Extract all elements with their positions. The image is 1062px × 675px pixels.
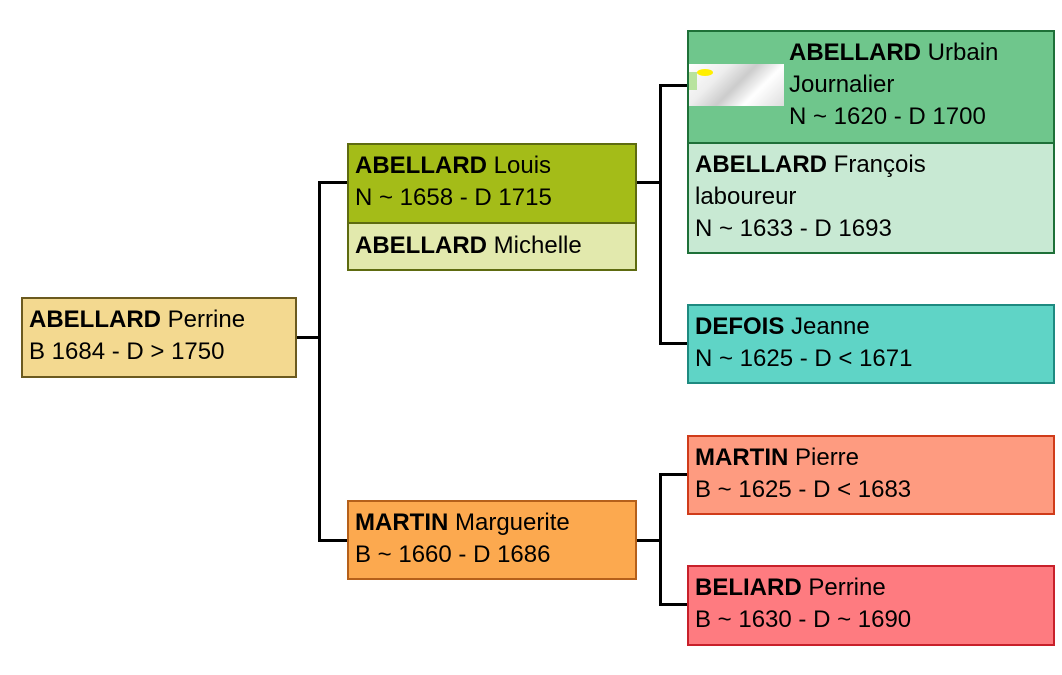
occupation: Journalier [789,71,895,98]
given-name: Jeanne [791,313,870,340]
connector [296,336,321,339]
dates: B 1684 - D > 1750 [29,338,225,365]
given-name: Marguerite [455,509,570,536]
dates: N ~ 1625 - D < 1671 [695,345,913,372]
surname: ABELLARD [355,152,487,179]
person-card-root[interactable]: ABELLARD Perrine B 1684 - D > 1750 [21,297,297,378]
surname: ABELLARD [695,151,827,178]
connector [659,603,688,606]
person-card-maternal-grandfather[interactable]: MARTIN Pierre B ~ 1625 - D < 1683 [687,435,1055,515]
dates: N ~ 1658 - D 1715 [355,184,552,211]
connector [318,181,321,542]
dates: N ~ 1633 - D 1693 [695,215,892,242]
connector [318,539,348,542]
map-thumbnail-image[interactable] [689,64,784,106]
connector [659,473,662,606]
person-card-father[interactable]: ABELLARD Louis N ~ 1658 - D 1715 [347,143,637,224]
given-name: Louis [493,152,552,179]
connector [318,181,348,184]
connector [636,181,662,184]
occupation: laboureur [695,183,797,210]
person-card-mother[interactable]: MARTIN Marguerite B ~ 1660 - D 1686 [347,500,637,580]
given-name: Perrine [167,306,246,333]
dates: B ~ 1660 - D 1686 [355,541,551,568]
given-name: Michelle [493,232,582,259]
dates: B ~ 1630 - D ~ 1690 [695,606,912,633]
given-name: Pierre [795,444,860,471]
surname: DEFOIS [695,313,785,340]
connector [659,342,688,345]
person-card-paternal-grandfather[interactable]: ABELLARD Urbain Journalier N ~ 1620 - D … [687,30,1055,144]
surname: ABELLARD [355,232,487,259]
surname: BELIARD [695,574,802,601]
dates: B ~ 1625 - D < 1683 [695,476,912,503]
connector [636,539,662,542]
person-card-maternal-grandmother[interactable]: BELIARD Perrine B ~ 1630 - D ~ 1690 [687,565,1055,646]
connector [659,473,688,476]
surname: MARTIN [695,444,789,471]
person-card-paternal-grandmother[interactable]: DEFOIS Jeanne N ~ 1625 - D < 1671 [687,304,1055,384]
dates: N ~ 1620 - D 1700 [789,103,986,130]
surname: MARTIN [355,509,449,536]
connector [659,84,662,345]
surname: ABELLARD [789,39,921,66]
person-card-father-alt[interactable]: ABELLARD Michelle [347,222,637,271]
given-name: Urbain [927,39,999,66]
connector [659,84,688,87]
surname: ABELLARD [29,306,161,333]
given-name: François [833,151,926,178]
given-name: Perrine [808,574,886,601]
person-card-paternal-grandfather-alt[interactable]: ABELLARD François laboureur N ~ 1633 - D… [687,142,1055,254]
